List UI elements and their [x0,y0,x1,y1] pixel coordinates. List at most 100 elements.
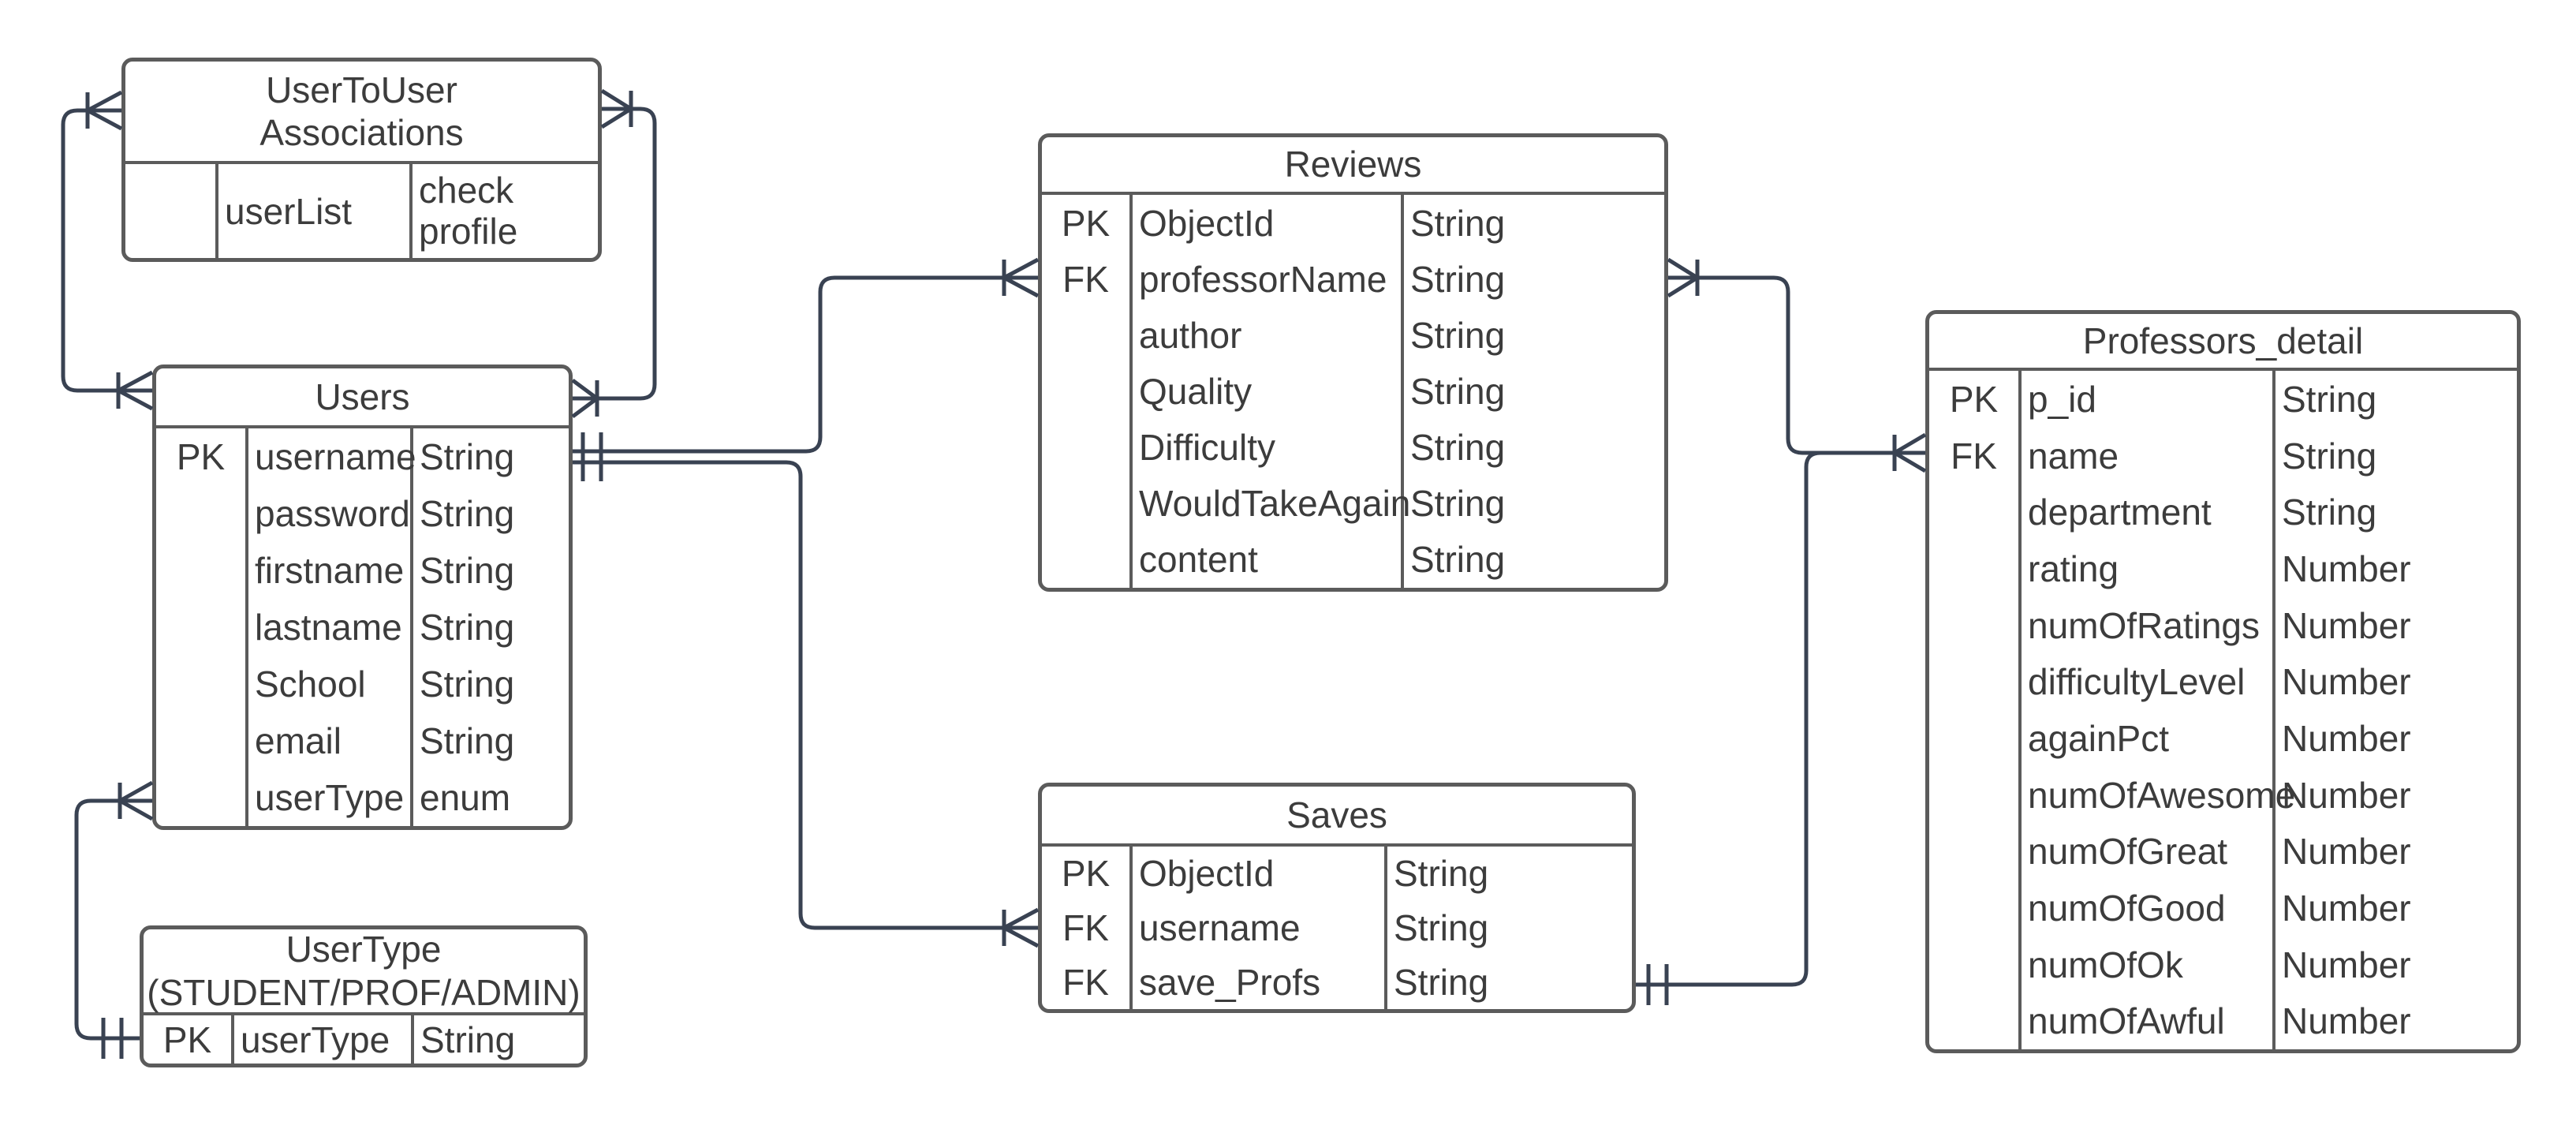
field-type-cell: String [420,1019,516,1060]
connector-users-reviews[interactable] [573,257,1040,481]
field-type-cell: Number [2282,717,2411,759]
connector-reviews-professors[interactable] [1667,257,1927,473]
field-name-cell: WouldTakeAgain [1139,483,1411,525]
key-cell: PK [176,436,226,477]
table-row: FK save_Profs String [1042,955,1632,1009]
column-divider [1129,847,1133,1009]
field-name-cell: professorName [1139,258,1387,300]
column-divider [1384,847,1387,1009]
column-divider [1401,195,1404,588]
field-name-cell: Quality [1139,370,1253,412]
field-type-cell: Number [2282,548,2411,589]
table-title: UserType(STUDENT/PROF/ADMIN) [144,929,584,1015]
key-cell: PK [1061,202,1111,244]
field-name-cell: numOfAwesome [2028,774,2296,816]
field-name-cell: rating [2028,548,2119,589]
field-name-cell: numOfRatings [2028,604,2261,646]
field-type-cell: String [420,493,515,534]
field-name-cell: firstname [255,550,405,591]
crows-foot-many-icon [1892,432,1927,473]
connector-users-saves[interactable] [573,460,1040,948]
table-title-line: UserToUser [266,69,457,110]
column-divider [2272,371,2275,1049]
field-name-cell: Difficulty [1139,427,1275,469]
table-row: author String [1042,307,1664,363]
field-type-cell: String [1410,370,1506,412]
table-title-line: UserType [286,929,442,970]
field-type-cell: String [2282,492,2377,533]
field-name-cell: userType [241,1019,390,1060]
column-divider [2018,371,2022,1049]
connector-usertouser-users-right[interactable] [571,88,657,419]
table-title-line: (STUDENT/PROF/ADMIN) [147,971,581,1013]
connector-users-usertype[interactable] [74,780,154,1059]
column-divider [215,164,218,258]
one-double-bar-icon [101,1018,124,1059]
crows-foot-many-icon [600,88,633,129]
table-title: Reviews [1042,137,1664,195]
key-cell: PK [1949,378,1999,420]
connector-saves-professors[interactable] [1636,450,1821,1005]
table-row: numOfGreat Number [1929,823,2517,880]
column-divider [411,1015,414,1064]
table-title: Professors_detail [1929,314,2517,371]
column-divider [410,428,413,826]
crows-foot-many-icon [85,90,123,131]
field-name-cell: author [1139,314,1242,356]
crows-foot-many-icon [1002,907,1040,948]
field-name-cell: numOfGood [2028,887,2226,929]
field-type-cell: check profile [419,169,518,252]
table-title-line: Professors_detail [2082,320,2364,361]
column-divider [231,1015,234,1064]
field-name-cell: p_id [2028,378,2096,420]
table-title-line: Saves [1286,794,1387,836]
field-name-cell: difficultyLevel [2028,661,2246,703]
field-name-cell: save_Profs [1139,961,1321,1003]
column-divider [245,428,248,826]
table-body: userList check profile [125,164,598,258]
field-name-cell: password [255,493,410,534]
field-type-cell: String [1410,202,1506,244]
one-double-bar-icon [581,432,603,481]
field-name-cell: userList [225,190,353,232]
crows-foot-many-icon [1667,257,1700,298]
key-cell: FK [1062,907,1109,948]
key-cell: FK [1062,961,1109,1003]
field-type-cell: Number [2282,831,2411,873]
connector-usertouser-users-left[interactable] [61,90,154,411]
field-type-cell: String [1410,427,1506,469]
field-type-cell: Number [2282,1000,2411,1042]
key-cell: PK [1061,853,1111,895]
crows-foot-many-icon [116,370,154,411]
field-type-cell: Number [2282,604,2411,646]
field-type-cell: String [1410,314,1506,356]
field-type-cell: String [1410,483,1506,525]
field-type-cell: String [1410,539,1506,581]
field-type-cell: String [1394,961,1489,1003]
field-type-cell: String [420,607,515,648]
field-name-cell: numOfGreat [2028,831,2228,873]
